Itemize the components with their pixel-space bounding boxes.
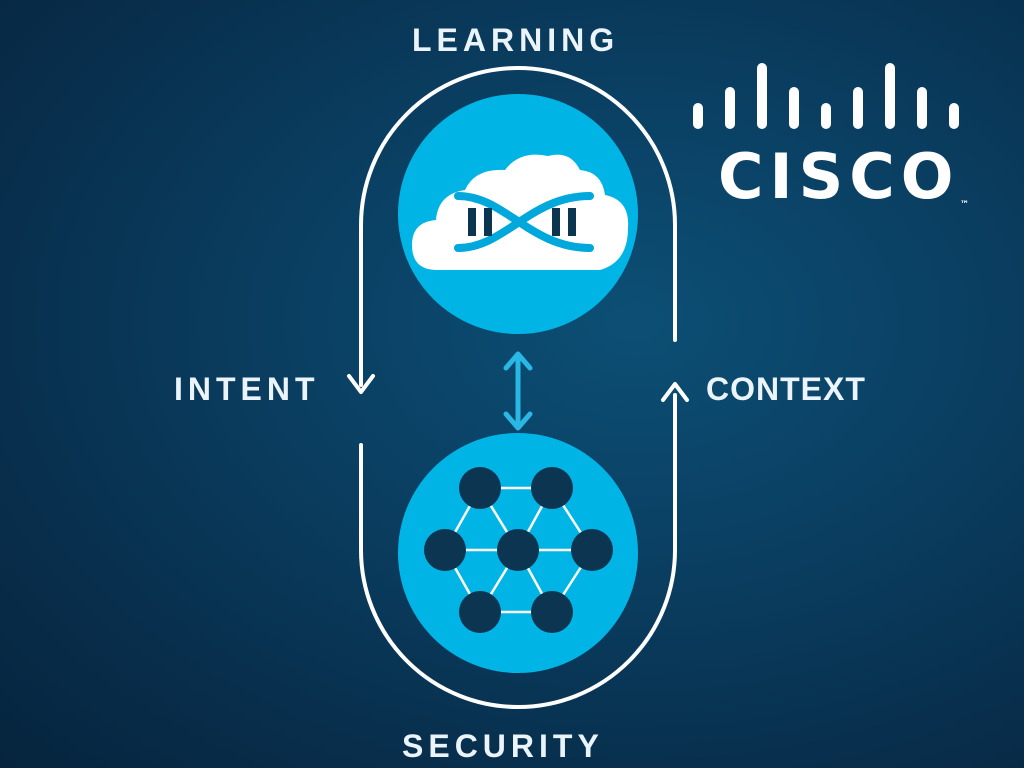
label-intent: INTENT bbox=[174, 371, 320, 407]
cisco-logo: CISCO ™ bbox=[690, 60, 980, 220]
cisco-wordmark: CISCO bbox=[718, 140, 960, 213]
label-learning: LEARNING bbox=[412, 22, 620, 58]
cloud-dna-icon bbox=[412, 154, 629, 270]
intent-arrow-icon bbox=[347, 374, 375, 394]
loop-top-arc bbox=[359, 66, 677, 387]
double-arrow-icon bbox=[503, 351, 533, 431]
label-context: CONTEXT bbox=[706, 371, 866, 407]
hexagon-network-icon bbox=[424, 467, 613, 633]
loop-bottom-arc bbox=[359, 393, 677, 709]
trademark-symbol: ™ bbox=[960, 200, 969, 210]
cisco-bars-icon bbox=[693, 63, 959, 129]
context-arrow-icon bbox=[661, 382, 689, 402]
label-security: SECURITY bbox=[402, 728, 604, 764]
